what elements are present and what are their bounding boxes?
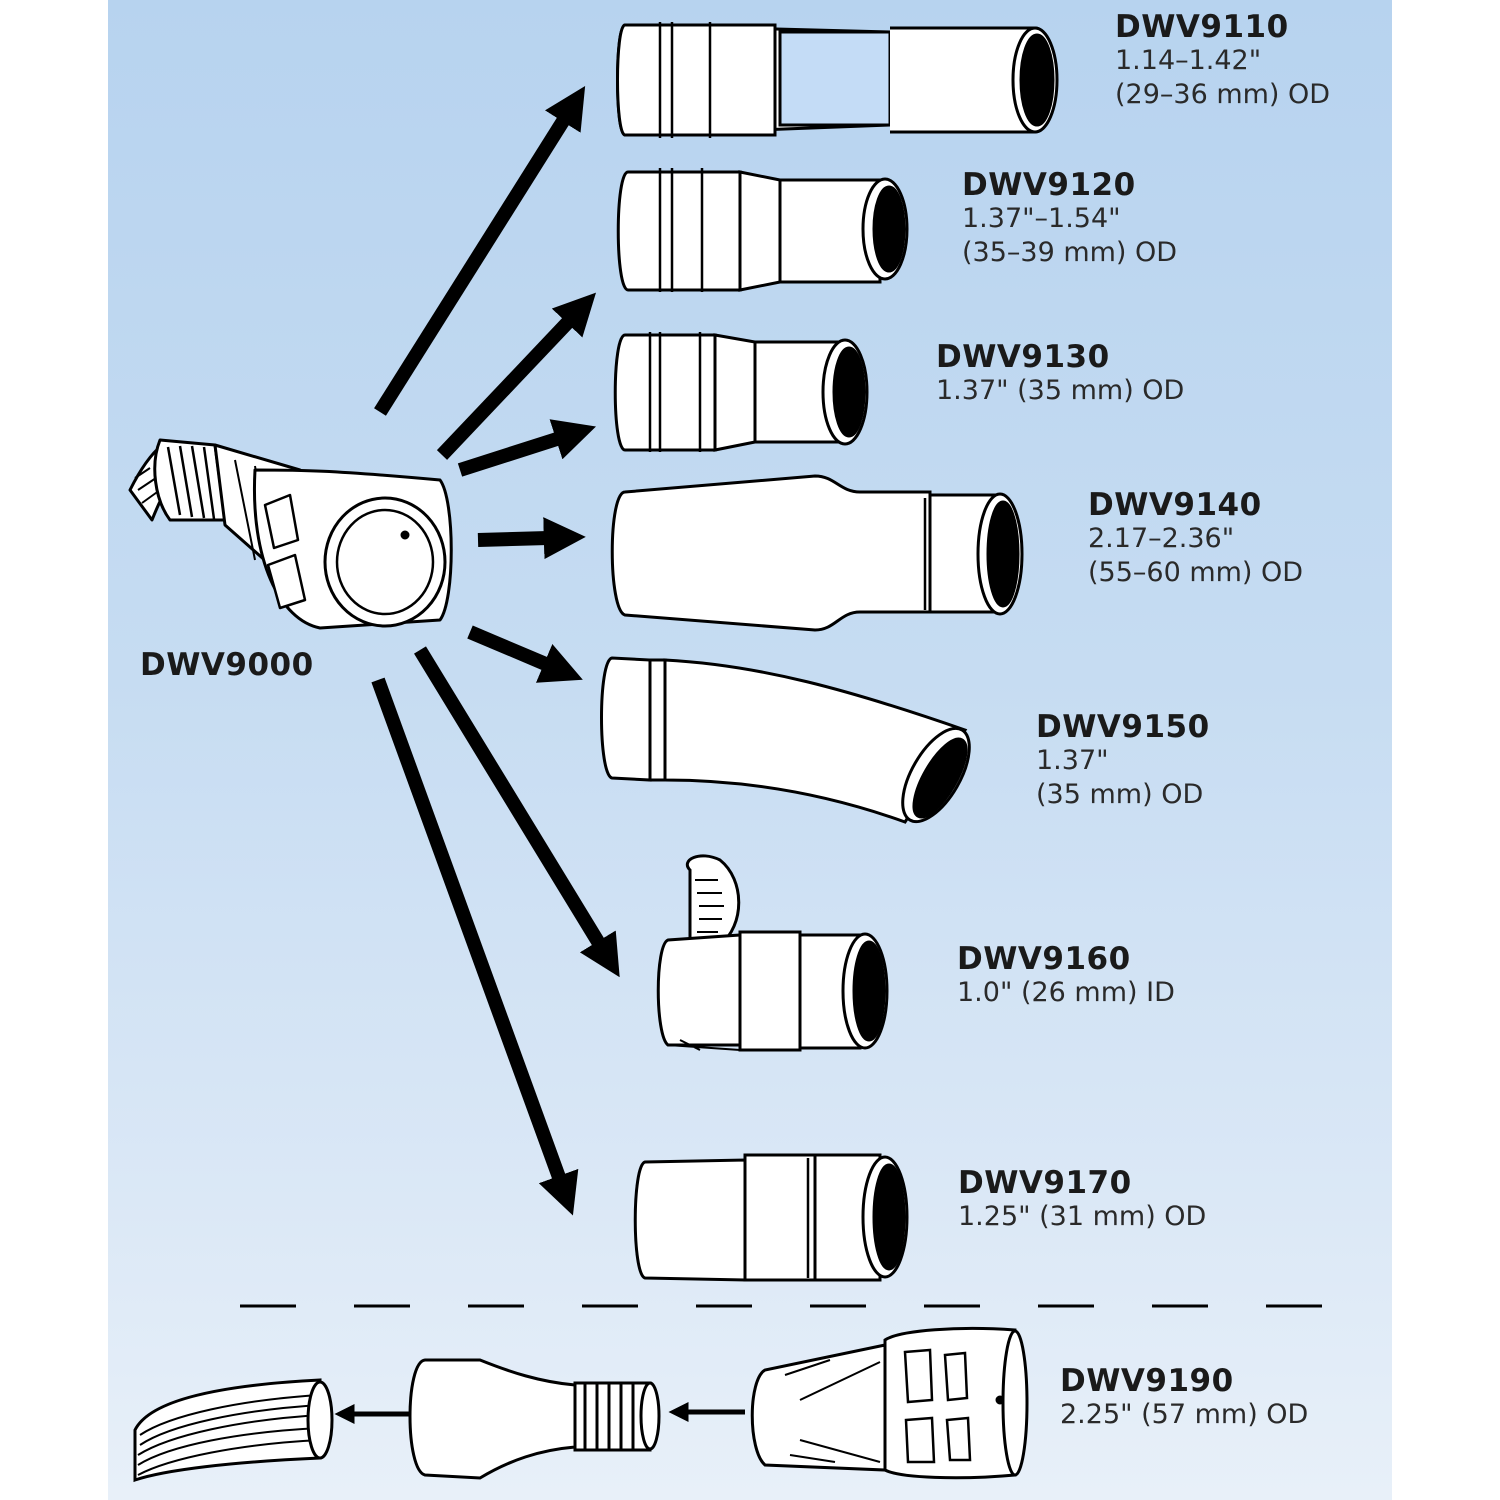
straight-adapter-icon xyxy=(633,1153,909,1282)
connection-arrows xyxy=(371,86,620,1216)
hose-connector-icon xyxy=(128,438,453,630)
part-code: DWV9170 xyxy=(958,1165,1132,1201)
arrow-to-dwv9170 xyxy=(371,677,579,1216)
arrow-to-dwv9140 xyxy=(477,517,586,560)
label-dwv9190: DWV9190 2.25" (57 mm) OD xyxy=(1060,1364,1308,1432)
hub-label: DWV9000 xyxy=(140,648,314,682)
part-spec: (55–60 mm) OD xyxy=(1088,557,1304,588)
arrow-to-dwv9160 xyxy=(414,646,620,978)
stepped-adapter-icon xyxy=(616,168,909,292)
part-spec: 1.37" (35 mm) OD xyxy=(936,375,1185,406)
label-dwv9130: DWV9130 1.37" (35 mm) OD xyxy=(936,340,1184,408)
label-dwv9140: DWV9140 2.17–2.36" (55–60 mm) OD xyxy=(1088,488,1303,590)
part-spec: 1.25" (31 mm) OD xyxy=(958,1201,1207,1232)
part-spec: (29–36 mm) OD xyxy=(1115,79,1331,110)
label-dwv9160: DWV9160 1.0" (26 mm) ID xyxy=(957,942,1175,1010)
part-spec: 2.25" (57 mm) OD xyxy=(1060,1399,1309,1430)
arrow-to-dwv9110 xyxy=(374,86,586,416)
label-dwv9150: DWV9150 1.37" (35 mm) OD xyxy=(1036,710,1210,812)
part-spec: 1.37" xyxy=(1036,745,1109,776)
part-code: DWV9140 xyxy=(1088,487,1262,523)
arrow-to-dwv9130 xyxy=(457,419,597,477)
part-code: DWV9150 xyxy=(1036,709,1210,745)
part-spec: 1.14–1.42" xyxy=(1115,45,1262,76)
arrow-to-dwv9150 xyxy=(467,625,583,683)
part-spec: 1.37"–1.54" xyxy=(962,203,1121,234)
stepped-adapter-icon xyxy=(613,332,869,452)
label-dwv9120: DWV9120 1.37"–1.54" (35–39 mm) OD xyxy=(962,168,1177,270)
arrow-to-dwv9120 xyxy=(436,292,597,460)
angled-adapter-icon xyxy=(600,656,971,824)
part-code: DWV9130 xyxy=(936,339,1110,375)
flex-hose-icon xyxy=(133,1378,334,1483)
label-dwv9110: DWV9110 1.14–1.42" (29–36 mm) OD xyxy=(1115,10,1330,112)
part-code: DWV9120 xyxy=(962,167,1136,203)
tapered-adapter-icon xyxy=(610,474,1024,632)
part-code: DWV9110 xyxy=(1115,9,1289,45)
part-spec: 1.0" (26 mm) ID xyxy=(957,977,1175,1008)
hose-coupler-icon xyxy=(408,1358,661,1480)
part-code: DWV9160 xyxy=(957,941,1131,977)
part-code: DWV9000 xyxy=(140,647,314,683)
label-dwv9170: DWV9170 1.25" (31 mm) OD xyxy=(958,1166,1206,1234)
stepped-adapter-icon xyxy=(616,22,1059,138)
part-spec: (35–39 mm) OD xyxy=(962,237,1178,268)
part-spec: 2.17–2.36" xyxy=(1088,523,1235,554)
hose-cuff-icon xyxy=(750,1326,1029,1480)
part-code: DWV9190 xyxy=(1060,1363,1234,1399)
clamp-adapter-icon xyxy=(656,854,889,1052)
part-spec: (35 mm) OD xyxy=(1036,779,1204,810)
